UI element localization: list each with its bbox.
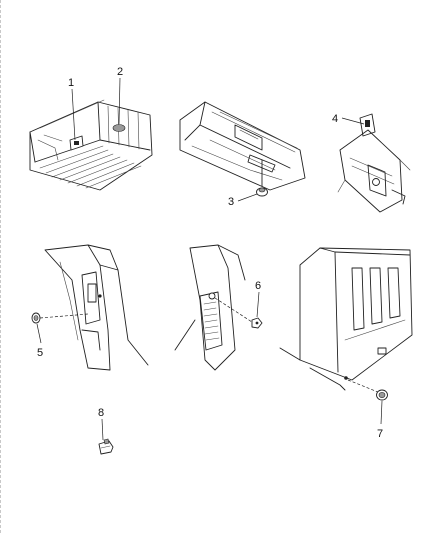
callout-8: 8 bbox=[98, 407, 104, 419]
leader-4 bbox=[341, 117, 365, 125]
callout-3: 3 bbox=[228, 196, 234, 208]
view-bracket bbox=[337, 113, 411, 213]
leader-1 bbox=[71, 88, 76, 141]
page-edge-dashed bbox=[0, 0, 2, 533]
view-left-pillar bbox=[31, 244, 149, 371]
part-8-clip bbox=[98, 438, 114, 455]
leader-7 bbox=[380, 400, 383, 425]
callout-2: 2 bbox=[117, 66, 123, 78]
callout-5: 5 bbox=[37, 347, 43, 359]
view-right-bedside bbox=[279, 247, 413, 401]
leader-5 bbox=[36, 323, 42, 344]
leader-8 bbox=[101, 418, 104, 441]
callout-7: 7 bbox=[377, 428, 383, 440]
callout-4: 4 bbox=[332, 113, 338, 125]
leader-6 bbox=[256, 291, 260, 318]
view-truck-bed bbox=[29, 99, 153, 191]
callout-1: 1 bbox=[68, 77, 74, 89]
callout-6: 6 bbox=[255, 280, 261, 292]
leader-2 bbox=[118, 77, 121, 125]
view-rear-sill bbox=[179, 101, 306, 197]
leader-3 bbox=[237, 193, 258, 202]
view-center-pillar bbox=[174, 244, 263, 371]
